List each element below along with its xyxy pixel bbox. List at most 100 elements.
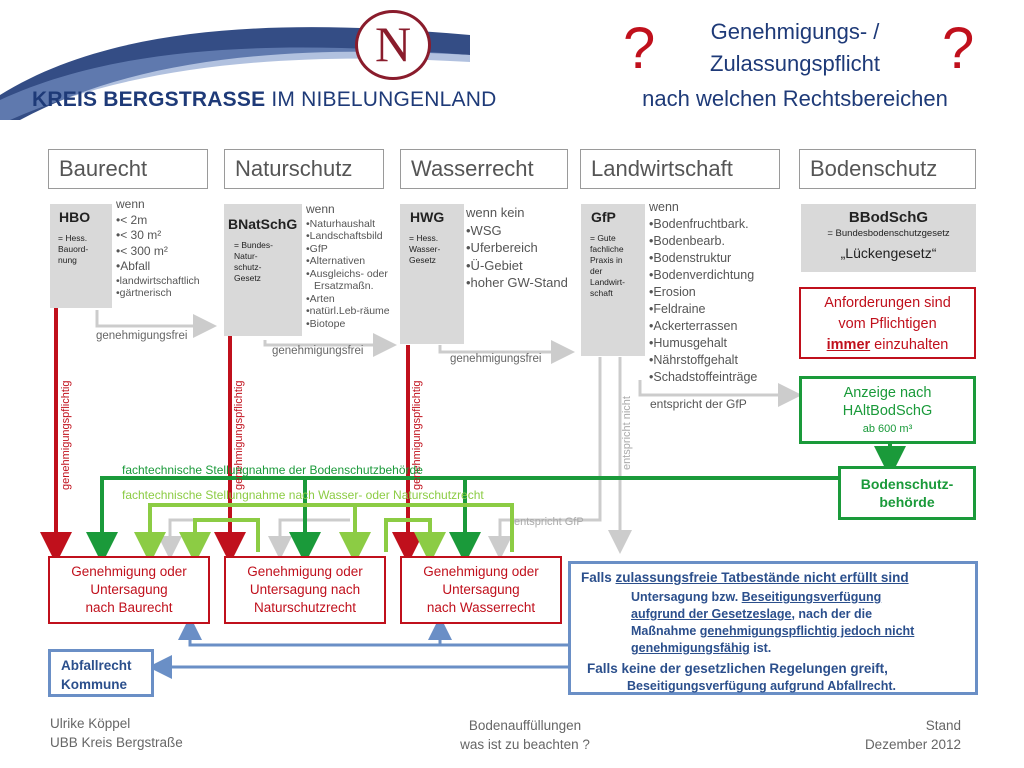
anforderungen-box: Anforderungen sind vom Pflichtigen immer… [799,287,976,359]
law-abbr: BBodSchG [848,209,929,226]
condition-item: •Humusgehalt [649,336,728,350]
condition-item: •Naturhaushalt [306,217,376,230]
brand-name: KREIS BERGSTRASSE IM NIBELUNGENLAND [32,88,497,111]
law-abbr: HWG [410,209,445,225]
law-desc: = Gute fachliche Praxis in der Landwirt-… [590,233,625,298]
category-wasserrecht: Wasserrecht [400,149,568,189]
nibelungen-logo: N [355,10,431,80]
footer-stand: Stand Dezember 2012 [845,716,961,754]
category-landwirtschaft: Landwirtschaft [580,149,780,189]
law-abbr: GfP [591,209,616,225]
condition-item: •Erosion [649,285,696,299]
condition-item: •GfP [306,242,328,255]
label-genehmigungsfrei-natur: genehmigungsfrei [272,345,364,357]
box-line: Genehmigung oder [247,564,363,579]
behoerde-line2: behörde [879,494,935,510]
condition-item: •Arten [306,292,335,305]
label-fach-wasser: fachtechnische Stellungnahme nach Wasser… [122,488,484,502]
condition-item: •< 2m [116,212,148,227]
condition-item: •Alternativen [306,255,366,267]
box-line: Untersagung [442,582,520,597]
abfallrecht-box: Abfallrecht Kommune [48,649,154,697]
falls-line4: Maßnahme genehmigungspflichtig jedoch ni… [631,624,915,638]
header-swoosh [0,27,470,120]
category-naturschutz: Naturschutz [224,149,384,189]
bodenschutzbehoerde-box: Bodenschutz- behörde [838,466,976,520]
box-line: Untersagung nach [249,582,361,597]
condition-head: wenn [306,202,335,216]
anzeige-box: Anzeige nach HAltBodSchG ab 600 m³ [799,376,976,444]
footer-topic-2: was ist zu beachten ? [460,737,590,752]
category-baurecht: Baurecht [48,149,208,189]
condition-item: •Biotope [306,317,346,330]
box-line: Untersagung [90,582,168,597]
question-mark-left: ? [623,16,656,81]
law-bbodschg: BBodSchG = Bundesbodenschutzgesetz „Lück… [801,204,976,272]
conditions-naturschutz: wenn •Naturhaushalt •Landschaftsbild •Gf… [306,202,390,330]
law-desc: = Bundesbodenschutzgesetz [827,228,950,239]
condition-item: •Bodenverdichtung [649,268,755,282]
condition-item: •Feldraine [649,302,706,316]
genehmigung-baurecht-box: Genehmigung oder Untersagung nach Baurec… [48,556,210,624]
condition-item: •hoher GW-Stand [466,275,568,290]
label-entspricht-nicht: entspricht nicht [621,396,633,470]
conditions-landwirtschaft: wenn •Bodenfruchtbark. •Bodenbearb. •Bod… [649,199,757,386]
anforderungen-line2: vom Pflichtigen [838,316,937,332]
condition-item: •Abfall [116,259,151,273]
condition-item: •WSG [466,222,502,238]
conditions-wasserrecht: wenn kein •WSG •Uferbereich •Ü-Gebiet •h… [466,204,568,292]
genehmigung-wasserrecht-box: Genehmigung oder Untersagung nach Wasser… [400,556,562,624]
law-abbr: HBO [59,209,91,225]
law-desc: = Hess. Bauord-nung [58,233,89,265]
condition-item: •Ü-Gebiet [466,257,523,273]
condition-item: •Ausgleichs- oder [306,267,388,280]
title-line-3: nach welchen Rechtsbereichen [642,86,948,111]
falls-line2: Untersagung bzw. Beseitigungsverfügung [631,590,882,604]
footer-topic-1: Bodenauffüllungen [468,718,582,733]
law-hwg: HWG = Hess. Wasser-Gesetz [400,204,464,344]
title-line-2: Zulassungspflicht [710,51,880,76]
anforderungen-line3: immer einzuhalten [826,337,949,353]
label-genehmigungsfrei-bau: genehmigungsfrei [96,330,188,342]
falls-line1: Falls zulassungsfreie Tatbestände nicht … [581,570,909,585]
box-line: nach Baurecht [85,600,173,615]
abfall-line2: Kommune [61,677,128,692]
falls-box: Falls zulassungsfreie Tatbestände nicht … [568,561,978,695]
abfall-line1: Abfallrecht [61,658,132,673]
condition-item: •Schadstoffeinträge [649,370,758,384]
condition-head: wenn [649,200,679,214]
footer-topic: Bodenauffüllungen was ist zu beachten ? [440,716,610,754]
condition-item: •natürl.Leb-räume [306,305,390,317]
condition-head: wenn kein [466,205,525,220]
condition-item: Ersatzmaßn. [314,280,374,292]
category-bodenschutz: Bodenschutz [799,149,976,189]
falls-line5: genehmigungsfähig ist. [631,641,772,655]
condition-item: •Nährstoffgehalt [649,353,738,367]
condition-item: •< 30 m² [116,228,162,242]
footer-stand-2: Dezember 2012 [864,737,961,752]
anforderungen-line1: Anforderungen sind [824,295,951,311]
condition-item: •< 300 m² [116,243,168,258]
box-line: nach Wasserrecht [426,600,536,615]
law-gfp: GfP = Gute fachliche Praxis in der Landw… [581,204,645,356]
genehmigung-naturschutz-box: Genehmigung oder Untersagung nach Naturs… [224,556,386,624]
law-abbr: BNatSchG [228,216,298,232]
footer-author-name: Ulrike Köppel [50,716,131,731]
conditions-baurecht: wenn •< 2m •< 30 m² •< 300 m² •Abfall •l… [116,197,200,300]
box-line: Genehmigung oder [423,564,539,579]
label-entspricht-gfp: entspricht der GfP [650,397,747,411]
law-desc: = Hess. Wasser-Gesetz [409,233,441,265]
condition-head: wenn [116,197,145,211]
law-bnatschg: BNatSchG = Bundes-Natur-schutz-Gesetz [224,204,302,336]
condition-item: •Bodenfruchtbark. [649,217,749,231]
falls-line6: Falls keine der gesetzlichen Regelungen … [587,661,888,676]
law-desc: = Bundes-Natur-schutz-Gesetz [234,240,273,283]
law-hbo: HBO = Hess. Bauord-nung [50,204,112,308]
condition-item: •gärtnerisch [116,287,172,299]
condition-item: •Bodenstruktur [649,251,732,265]
logo-letter: N [374,16,412,72]
label-fach-boden: fachtechnische Stellungnahme der Bodensc… [122,463,423,477]
law-note: „Lückengesetz“ [840,245,937,261]
condition-item: •Landschaftsbild [306,230,383,242]
condition-item: •landwirtschaftlich [116,274,200,287]
